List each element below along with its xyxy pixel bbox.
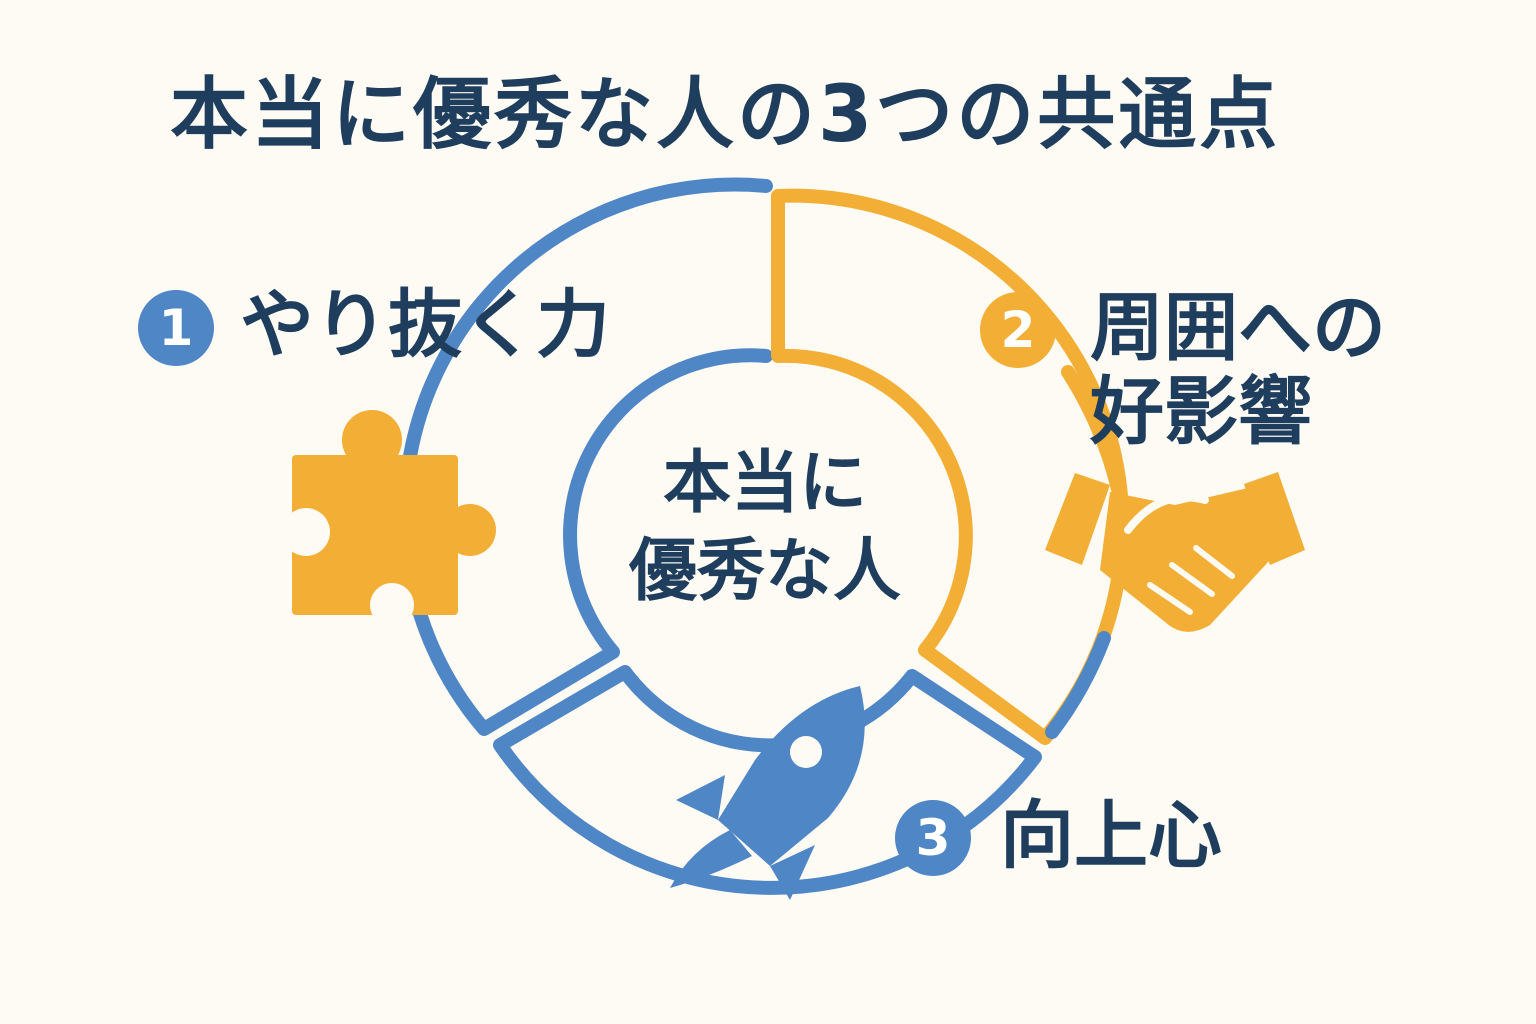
item-2-number-badge: 2 xyxy=(980,292,1056,368)
item-3-number-badge: 3 xyxy=(895,800,971,876)
page-title: 本当に優秀な人の3つの共通点 xyxy=(170,70,1281,160)
center-label: 本当に 優秀な人 xyxy=(600,440,930,616)
ring-outer-arc-right-lower xyxy=(1045,631,1111,739)
item-3-label: 向上心 xyxy=(1000,793,1222,879)
rocket-icon xyxy=(670,686,865,900)
puzzle-piece-icon xyxy=(282,410,496,627)
item-1-label: やり抜く力 xyxy=(240,282,610,368)
item-1-number-badge: 1 xyxy=(138,290,214,366)
ring-segment-3 xyxy=(493,665,1042,895)
item-2-label-line-2: 好影響 xyxy=(1090,369,1312,455)
center-label-line-2: 優秀な人 xyxy=(628,532,901,611)
handshake-icon xyxy=(1045,472,1305,632)
center-label-line-1: 本当に xyxy=(662,444,867,523)
ring-segment-1 xyxy=(397,177,773,736)
item-2-label-line-1: 周囲への xyxy=(1090,285,1386,371)
